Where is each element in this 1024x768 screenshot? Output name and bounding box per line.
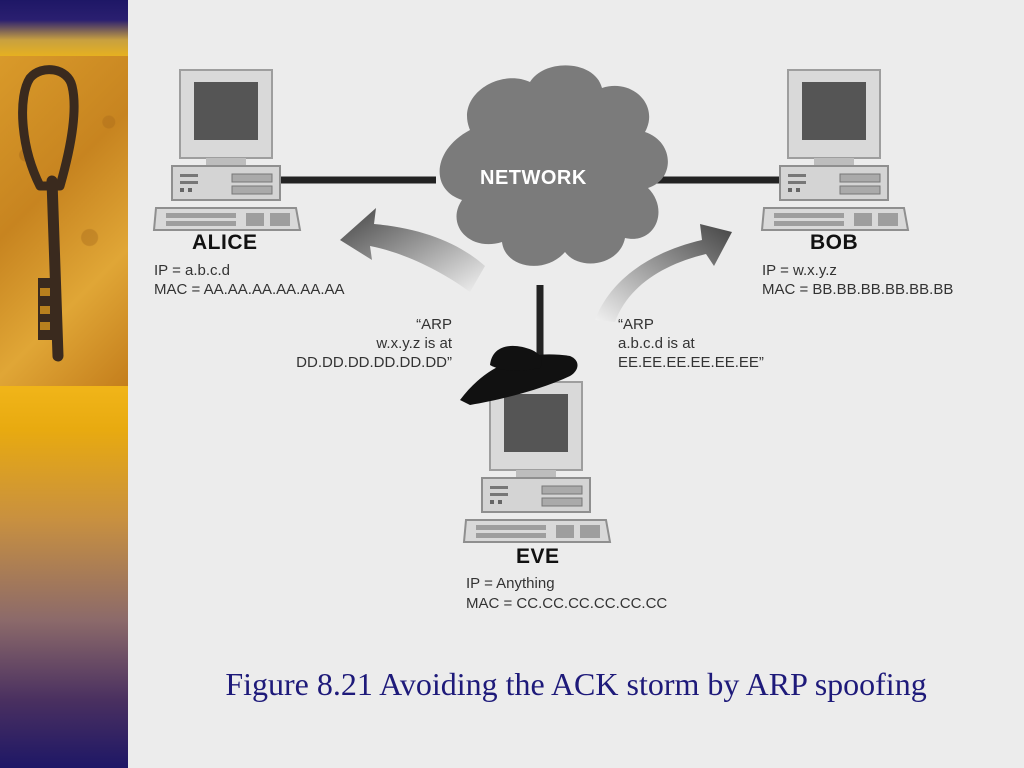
arp-alice-line2: w.x.y.z is at	[376, 335, 452, 352]
eve-ip: IP = Anything	[466, 575, 555, 592]
eve-computer-icon	[463, 381, 611, 543]
bob-computer-icon	[761, 69, 909, 231]
alice-name: ALICE	[192, 231, 258, 254]
arp-arrow-to-bob	[595, 224, 732, 322]
arp-bob-line3: EE.EE.EE.EE.EE.EE”	[618, 354, 764, 371]
bob-name: BOB	[810, 231, 859, 254]
key-icon	[18, 65, 79, 362]
black-hat-icon	[460, 345, 578, 405]
arp-message-to-bob: “ARP a.b.c.d is at EE.EE.EE.EE.EE.EE”	[618, 317, 764, 370]
alice-ip: IP = a.b.c.d	[154, 262, 231, 279]
alice-computer-icon	[153, 69, 301, 231]
arp-bob-line1: “ARP	[618, 316, 654, 333]
key-photo	[0, 56, 128, 386]
bob-ip: IP = w.x.y.z	[762, 262, 837, 279]
network-cloud	[439, 65, 668, 266]
eve-mac: MAC = CC.CC.CC.CC.CC.CC	[466, 595, 668, 612]
alice-mac: MAC = AA.AA.AA.AA.AA.AA	[154, 281, 345, 298]
arp-bob-line2: a.b.c.d is at	[618, 335, 695, 352]
diagram-graphics	[153, 65, 909, 543]
bob-mac: MAC = BB.BB.BB.BB.BB.BB	[762, 281, 954, 298]
arp-alice-line1: “ARP	[416, 316, 452, 333]
arp-alice-line3: DD.DD.DD.DD.DD.DD”	[296, 354, 452, 371]
arp-arrow-to-alice	[340, 208, 485, 292]
arp-message-to-alice: “ARP w.x.y.z is at DD.DD.DD.DD.DD.DD”	[296, 317, 452, 370]
figure-caption: Figure 8.21 Avoiding the ACK storm by AR…	[225, 666, 927, 702]
arp-spoofing-diagram: NETWORK ALICE IP = a.b.c.d MAC = AA.AA.A…	[140, 60, 1020, 620]
eve-name: EVE	[516, 545, 560, 568]
network-label: NETWORK	[480, 167, 587, 189]
